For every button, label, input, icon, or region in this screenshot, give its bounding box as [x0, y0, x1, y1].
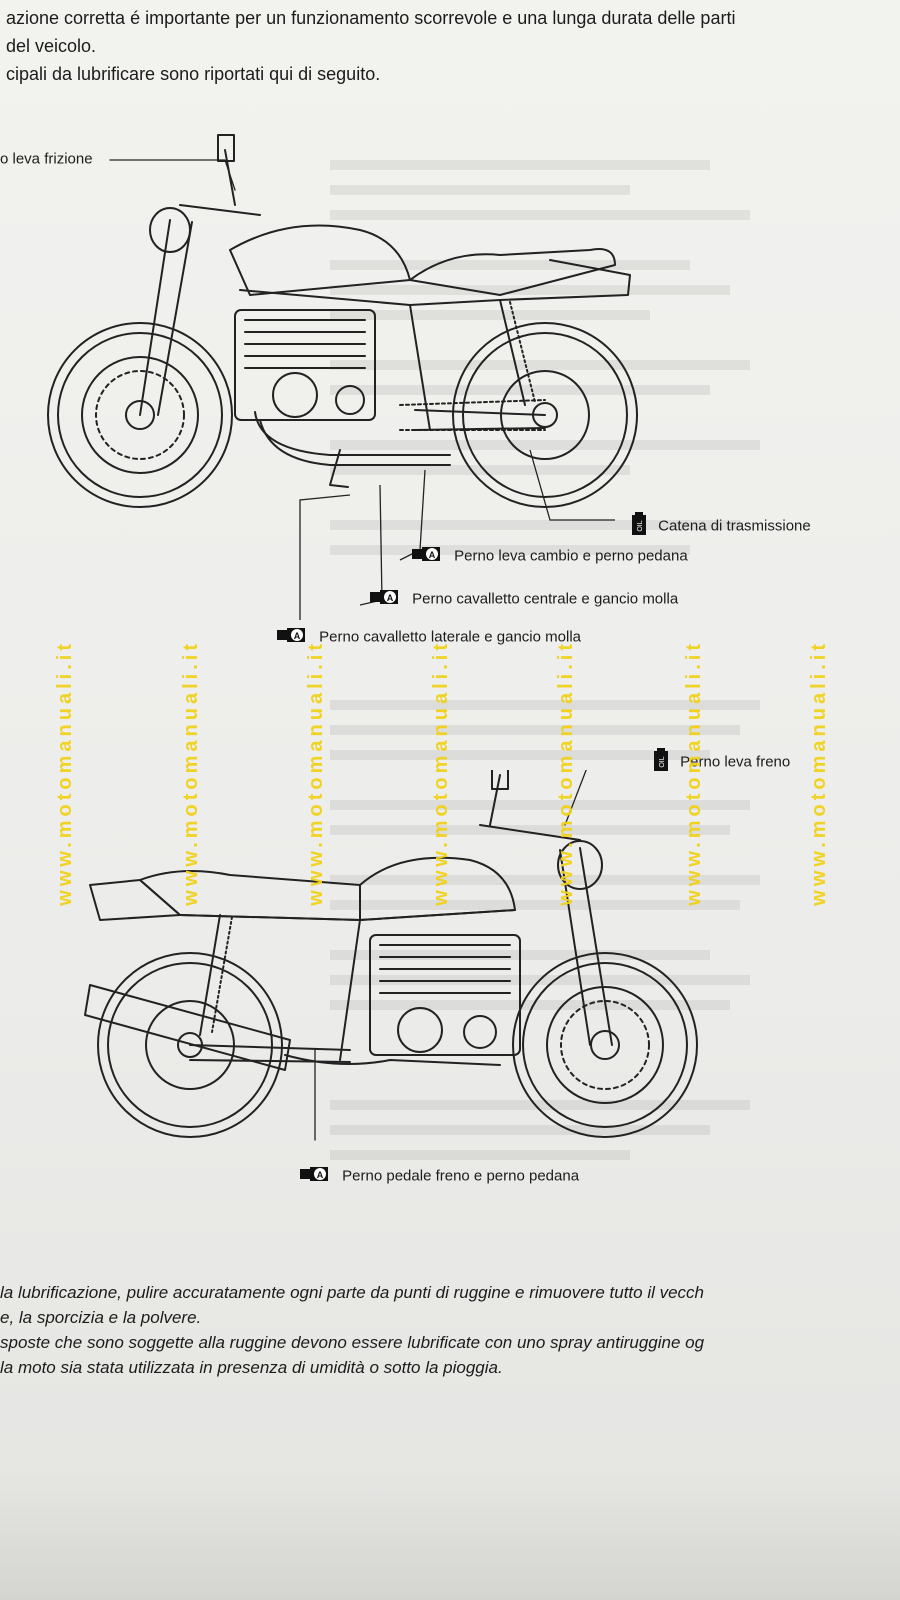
intro-line-2: del veicolo.: [6, 36, 97, 56]
grease-gun-label: A: [387, 593, 394, 603]
label-gearshift-text: Perno leva cambio e perno pedana: [454, 547, 688, 565]
grease-gun-icon: A: [410, 545, 444, 567]
motorcycle-right-side-diagram: [84, 770, 698, 1141]
label-clutch-lever-text: o leva frizione: [0, 150, 93, 168]
page-bottom-shadow: [0, 1470, 900, 1600]
grease-gun-label: A: [429, 550, 436, 560]
label-center-stand-text: Perno cavalletto centrale e gancio molla: [412, 590, 679, 608]
label-brake-lever-text: Perno leva freno: [680, 753, 791, 771]
watermark-5: www.motomanuali.it: [555, 640, 577, 906]
notes-line-3: sposte che sono soggette alla ruggine de…: [0, 1333, 705, 1352]
intro-line-1: azione corretta é importante per un funz…: [6, 8, 736, 28]
watermark-2: www.motomanuali.it: [180, 640, 202, 906]
motorcycle-left-side-diagram: [47, 134, 638, 508]
notes-text: la lubrificazione, pulire accuratamente …: [0, 1280, 704, 1380]
intro-text: azione corretta é importante per un funz…: [6, 4, 735, 88]
label-chain: OIL Catena di trasmissione: [630, 512, 811, 540]
label-clutch-lever: o leva frizione: [0, 150, 93, 168]
grease-gun-icon: A: [368, 588, 402, 610]
grease-gun-icon: A: [275, 626, 309, 648]
watermark-7: www.motomanuali.it: [808, 640, 830, 906]
watermark-1: www.motomanuali.it: [54, 640, 76, 906]
label-side-stand-text: Perno cavalletto laterale e gancio molla: [319, 628, 581, 646]
grease-gun-icon: A: [298, 1165, 332, 1187]
grease-gun-label: A: [294, 631, 301, 641]
watermark-4: www.motomanuali.it: [430, 640, 452, 906]
notes-line-2: e, la sporcizia e la polvere.: [0, 1308, 202, 1327]
oil-can-label: OIL: [659, 756, 666, 767]
label-center-stand: A Perno cavalletto centrale e gancio mol…: [368, 588, 678, 610]
intro-line-3: cipali da lubrificare sono riportati qui…: [6, 64, 381, 84]
show-through-text: [330, 160, 760, 1160]
label-gearshift: A Perno leva cambio e perno pedana: [410, 545, 688, 567]
oil-can-icon: OIL: [652, 748, 670, 776]
oil-can-label: OIL: [637, 520, 644, 531]
grease-gun-label: A: [317, 1170, 324, 1180]
label-brake-pedal-text: Perno pedale freno e perno pedana: [342, 1167, 580, 1185]
label-chain-text: Catena di trasmissione: [658, 517, 811, 535]
watermark-3: www.motomanuali.it: [305, 640, 327, 906]
oil-can-icon: OIL: [630, 512, 648, 540]
label-side-stand: A Perno cavalletto laterale e gancio mol…: [275, 626, 581, 648]
label-brake-pedal: A Perno pedale freno e perno pedana: [298, 1165, 579, 1187]
leader-lines-top: [299, 449, 615, 620]
notes-line-1: la lubrificazione, pulire accuratamente …: [0, 1283, 705, 1302]
notes-line-4: la moto sia stata utilizzata in presenza…: [0, 1358, 503, 1377]
watermark-6: www.motomanuali.it: [683, 640, 705, 906]
label-brake-lever: OIL Perno leva freno: [652, 748, 790, 776]
